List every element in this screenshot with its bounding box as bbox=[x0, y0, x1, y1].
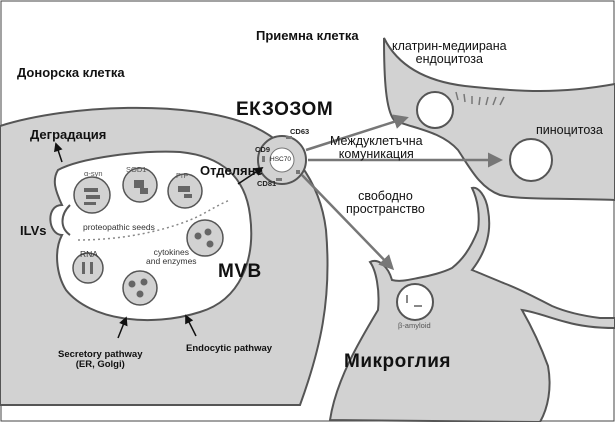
proteopathic-seeds-label: proteopathic seeds bbox=[83, 222, 155, 232]
microglia-cell bbox=[328, 186, 615, 422]
exosome-markers bbox=[262, 136, 300, 181]
ilvs-label: ILVs bbox=[20, 223, 47, 238]
secretory-label: Secretory pathway (ER, Golgi) bbox=[58, 350, 142, 370]
arrow-to-microglia bbox=[301, 174, 395, 271]
cd63-label: CD63 bbox=[290, 127, 310, 136]
exosome-core bbox=[269, 147, 295, 173]
secretory-arrow bbox=[117, 316, 128, 339]
cytokines-line2: and enzymes bbox=[146, 255, 197, 266]
free-space-line1: свободно bbox=[358, 189, 413, 203]
cytokines-label: cytokines and enzymes bbox=[146, 248, 197, 266]
clathrin-coat bbox=[455, 91, 505, 106]
cd9-label: CD9 bbox=[255, 145, 271, 154]
secretory-line1: Secretory pathway bbox=[58, 349, 143, 360]
recipient-cell-label: Приемна клетка bbox=[256, 28, 359, 43]
clathrin-line2: ендоцитоза bbox=[415, 52, 483, 67]
clathrin-line1: клатрин-медиирана bbox=[392, 39, 507, 53]
intercell-line1: Междуклетъчна bbox=[330, 134, 423, 148]
pinocytosis-label: пиноцитоза bbox=[536, 123, 603, 137]
clathrin-label: клатрин-медиирана ендоцитоза bbox=[392, 39, 507, 67]
intercell-line2: комуникация bbox=[338, 147, 414, 162]
intercell-label: Междуклетъчна комуникация bbox=[330, 134, 423, 162]
ilv-rna bbox=[72, 252, 104, 284]
mvb-label: MVB bbox=[218, 261, 262, 282]
cargo-separator bbox=[77, 199, 231, 241]
donor-cell-label: Донорска клетка bbox=[17, 65, 125, 80]
ilv-cytokines bbox=[186, 219, 224, 257]
beta-amyloid-label: β-amyloid bbox=[398, 321, 431, 330]
release-arrow bbox=[237, 167, 264, 185]
endocytic-label: Endocytic pathway bbox=[186, 343, 273, 354]
prp-label: PrP bbox=[176, 171, 189, 180]
clathrin-vesicle bbox=[416, 91, 454, 129]
degradation-label: Деградация bbox=[30, 127, 107, 142]
amyloid-mark bbox=[406, 295, 408, 303]
rna-label: RNA bbox=[80, 249, 98, 259]
arrow-to-clathrin bbox=[305, 114, 409, 152]
degradation-arrow bbox=[54, 142, 63, 163]
hsc70-label: HSC70 bbox=[270, 156, 291, 163]
secretory-line2: (ER, Golgi) bbox=[75, 358, 125, 370]
free-space-label: свободно пространство bbox=[346, 189, 425, 217]
amyloid-mark bbox=[414, 305, 422, 307]
alpha-syn-label: α-syn bbox=[84, 169, 103, 178]
microglia-label: Микроглия bbox=[344, 351, 452, 372]
cytokines-line1: cytokines bbox=[153, 247, 189, 257]
cd81-label: CD81 bbox=[257, 179, 277, 188]
pinocytosis-vesicle bbox=[509, 138, 553, 182]
ilv-budding bbox=[61, 204, 71, 236]
ilv-cargo bbox=[82, 180, 214, 298]
endocytic-arrow bbox=[185, 314, 197, 337]
sod1-label: SOD1 bbox=[126, 165, 147, 174]
microglia-vesicle bbox=[396, 283, 434, 321]
free-space-line2: пространство bbox=[346, 202, 425, 217]
exosome-label: ЕКЗОЗОМ bbox=[236, 99, 334, 120]
release-label: Отделяне bbox=[200, 163, 263, 178]
ilv-enzymes bbox=[122, 270, 158, 306]
